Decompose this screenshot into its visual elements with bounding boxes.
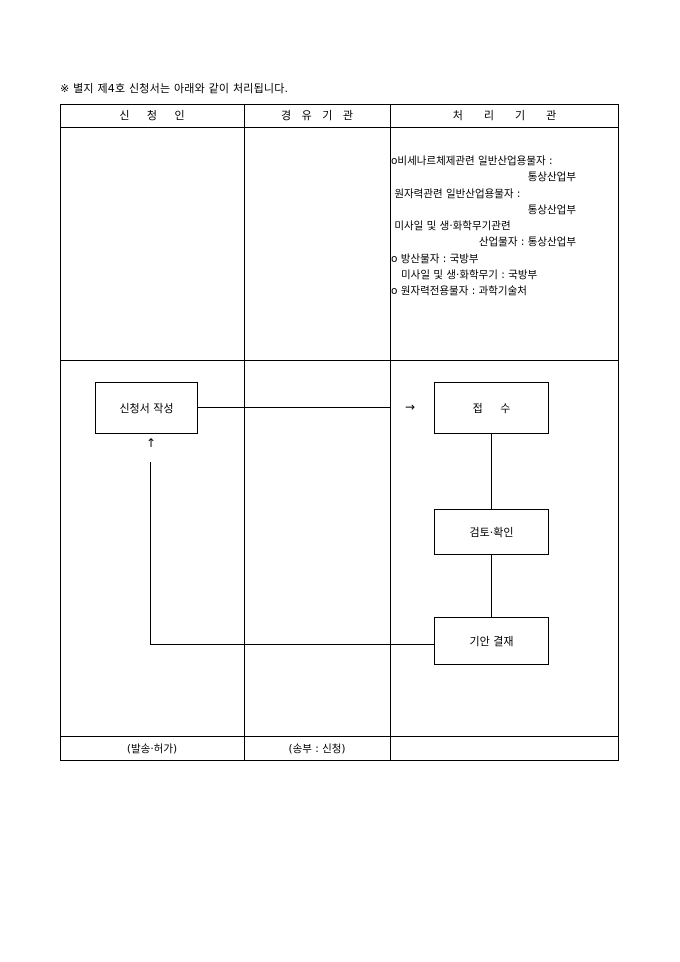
header-applicant: 신 청 인 [119, 109, 185, 122]
notice-text: ※ 별지 제4호 신청서는 아래와 같이 처리됩니다. [60, 82, 289, 95]
agency-line: o비세나르체제관련 일반산업용물자 : [391, 155, 553, 167]
agency-line: o 방산물자 : 국방부 [391, 252, 479, 265]
connector-receive-to-review [491, 433, 492, 510]
header-processing-agency: 처 리 기 관 [452, 109, 557, 122]
connector-return-up [150, 462, 151, 645]
agency-line: 미사일 및 생·화학무기 : 국방부 [391, 269, 538, 282]
arrow-up-icon: ↑ [146, 436, 157, 450]
agency-line: 산업물자 : 통상산업부 [478, 236, 576, 249]
step-write-application: 신청서 작성 [95, 382, 198, 434]
step-approval: 기안 결재 [434, 617, 549, 665]
agency-line: 원자력관련 일반산업용물자 : [391, 187, 521, 200]
footer-divider [60, 736, 619, 737]
footer-applicant: (발송·허가) [126, 743, 178, 755]
footer-processing-agency [390, 737, 619, 761]
header-via-agency: 경 유 기 관 [281, 109, 353, 122]
connector-review-to-approval [491, 554, 492, 618]
step-review: 검토·확인 [434, 509, 549, 555]
column-divider-2 [390, 104, 391, 761]
step-receive: 접 수 [434, 382, 549, 434]
agency-line: o 원자력전용물자 : 과학기술처 [391, 285, 527, 298]
agency-line: 미사일 및 생·화학무기관련 [391, 220, 511, 233]
column-divider-1 [244, 104, 245, 761]
connector-write-to-receive [197, 407, 390, 408]
agency-line: 통상산업부 [527, 203, 576, 216]
arrow-right-icon: → [405, 400, 416, 414]
header-divider [60, 127, 619, 128]
process-table [60, 104, 619, 761]
agency-list: o비세나르체제관련 일반산업용물자 : 통상산업부 원자력관련 일반산업용물자 … [391, 153, 616, 300]
info-divider [60, 360, 619, 361]
agency-line: 통상산업부 [527, 171, 576, 184]
footer-via-agency: (송부 : 신청) [288, 743, 346, 755]
connector-approval-return [150, 644, 434, 645]
